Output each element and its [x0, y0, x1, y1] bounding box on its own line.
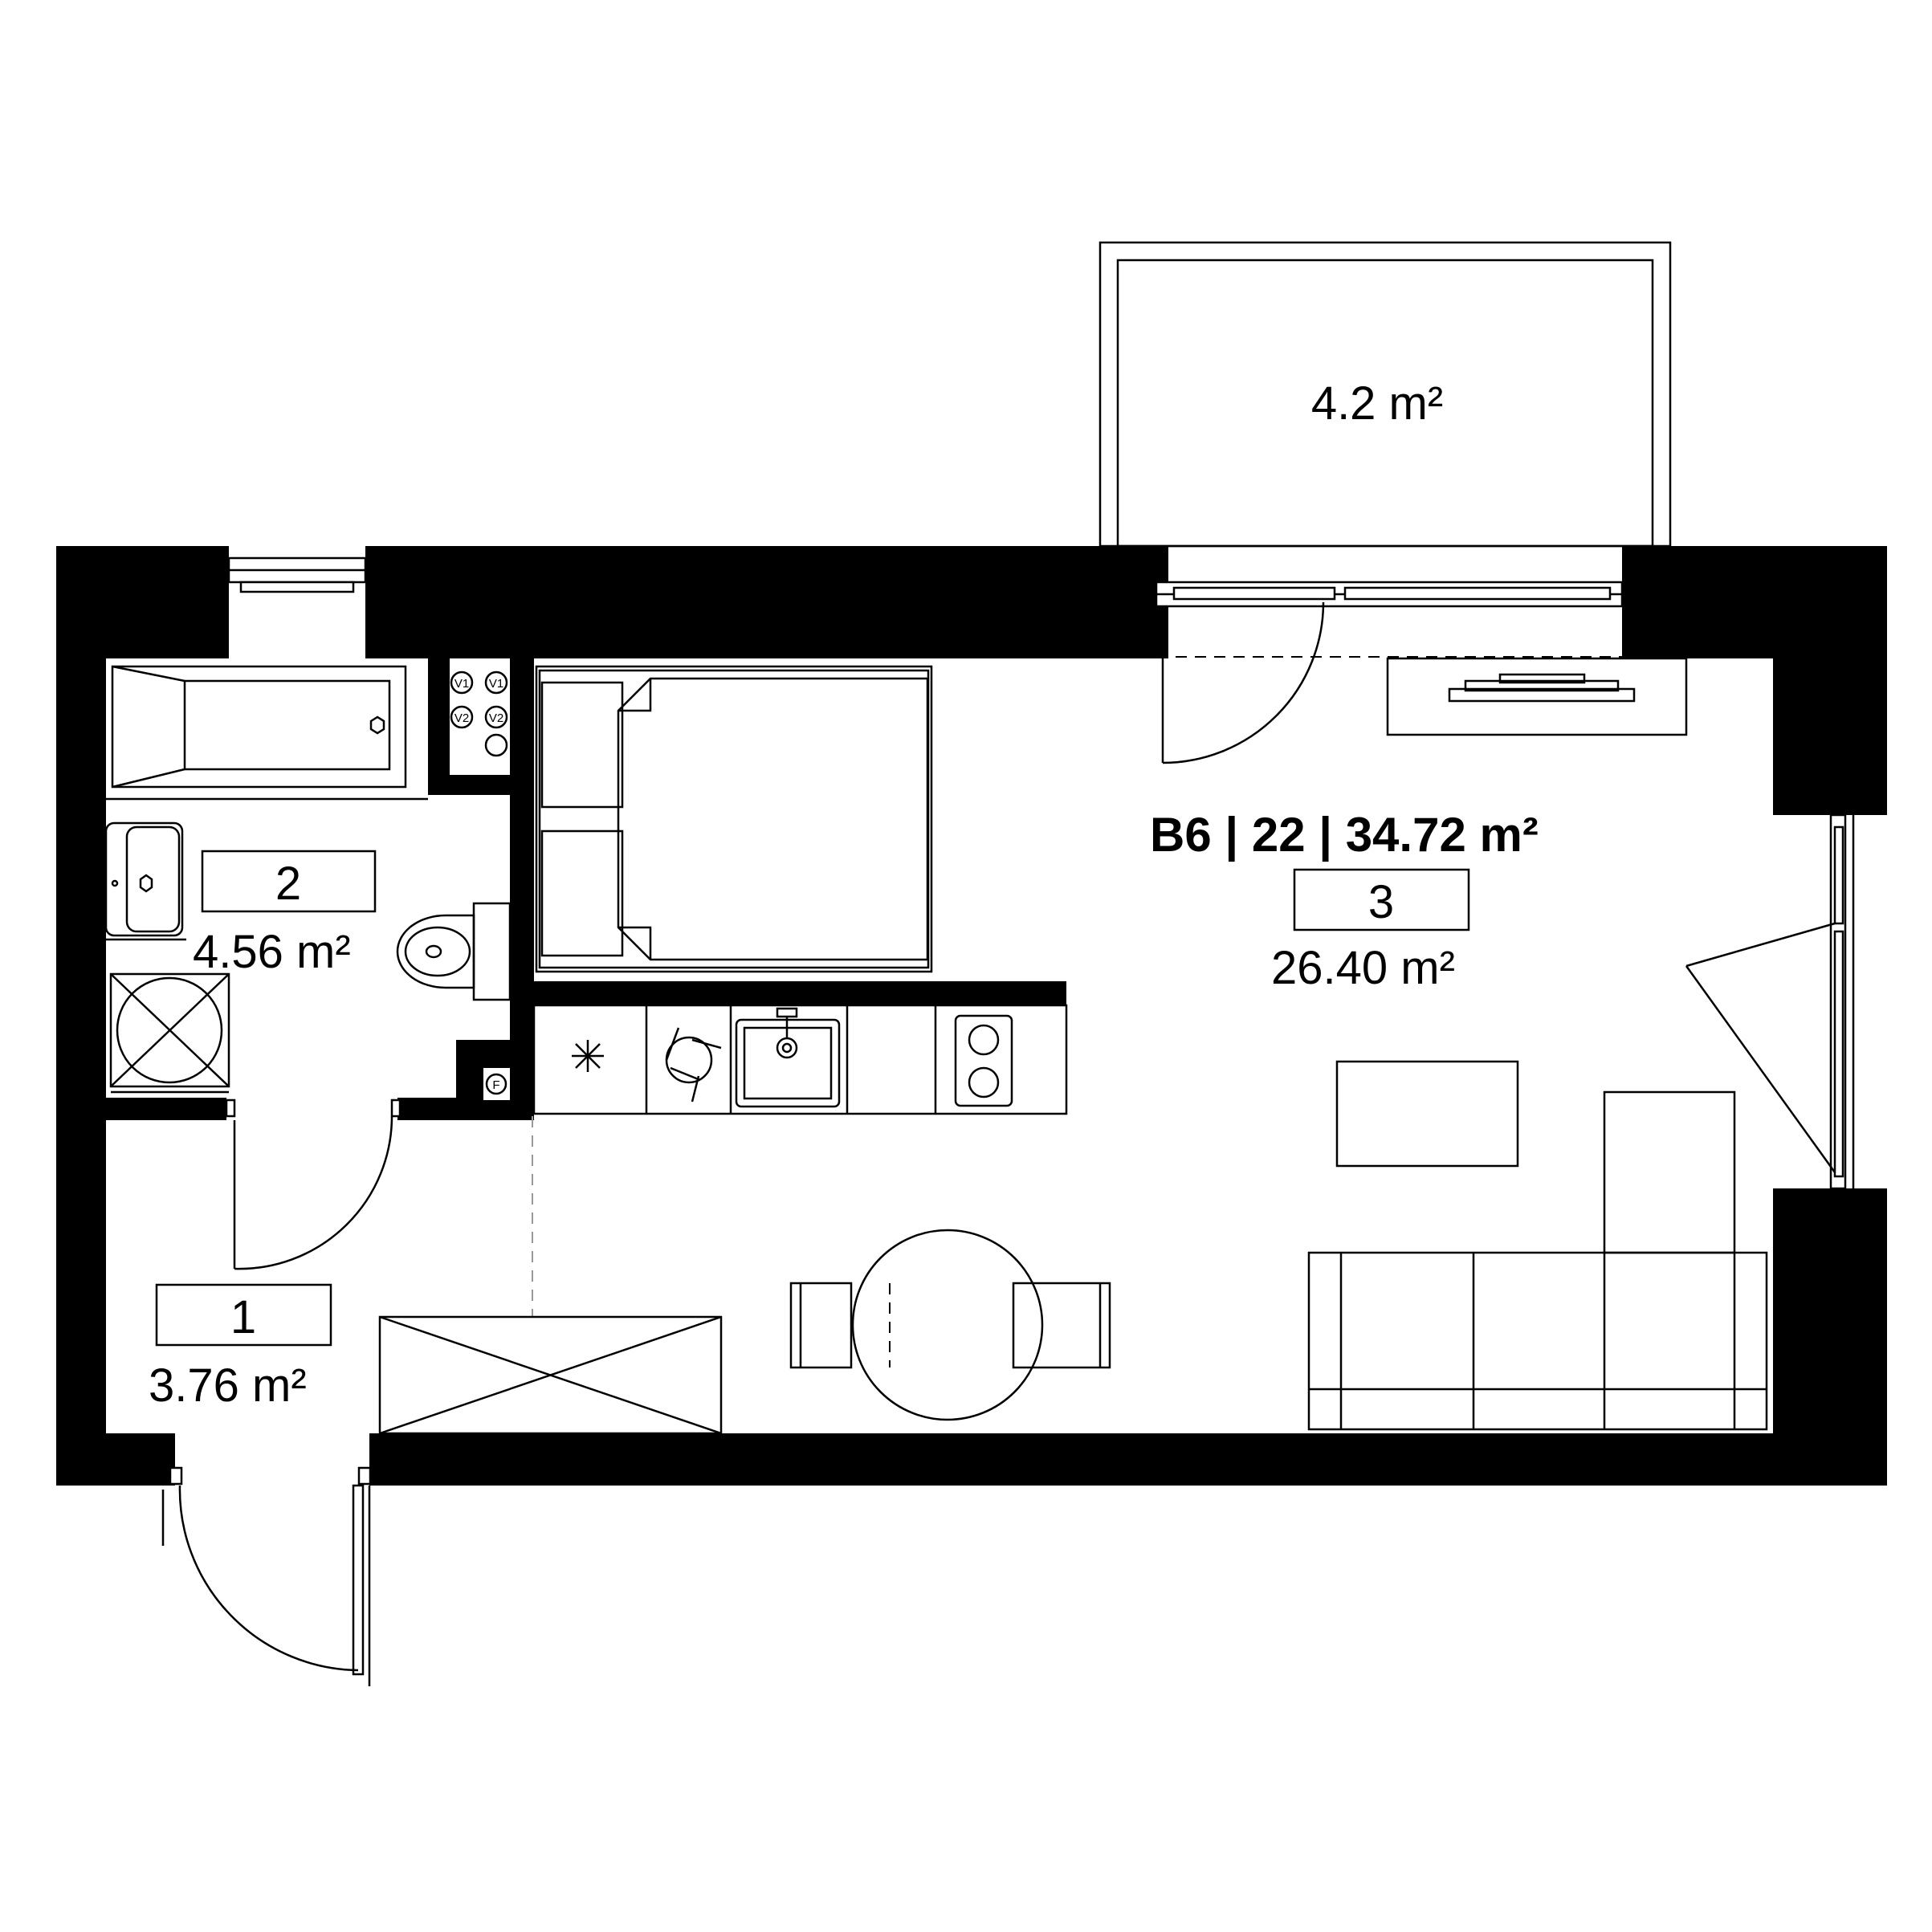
cooktop	[954, 1014, 1013, 1107]
bathroom-window	[227, 556, 367, 593]
sink	[735, 1007, 841, 1108]
sofa	[1307, 1090, 1768, 1431]
dishwasher-icon	[665, 1027, 722, 1103]
room-3-label	[1293, 868, 1470, 931]
wall-left	[56, 546, 106, 1486]
shaft-wall-bottom	[428, 775, 510, 795]
balcony	[1098, 241, 1672, 548]
wall-right-upper	[1773, 546, 1887, 815]
bathtub	[111, 665, 407, 789]
wall-bottom-main	[369, 1433, 1887, 1486]
window-swing	[1685, 922, 1836, 1173]
room-3-number: 3	[1368, 876, 1394, 928]
apartment-label: B6 | 22 | 34.72 m²	[1150, 808, 1539, 862]
valve-v2-b: V2	[489, 711, 503, 725]
meter-box	[483, 1068, 510, 1100]
right-window	[1829, 813, 1855, 1190]
room-1-number: 1	[230, 1291, 256, 1343]
washbasin	[104, 821, 184, 937]
balcony-area: 4.2 m²	[1311, 377, 1443, 430]
balcony-door	[1156, 601, 1622, 764]
balcony-window	[1155, 581, 1624, 608]
bath-partition-right	[510, 658, 534, 1120]
wall-top-notch	[691, 546, 823, 554]
washing-machine	[109, 972, 230, 1094]
bathroom-door	[225, 1098, 401, 1270]
kitchen-counter	[532, 1004, 1068, 1115]
tv-unit	[1386, 657, 1688, 736]
meter-label: F	[492, 1078, 499, 1092]
utility-shaft	[450, 670, 508, 757]
valve-v1-b: V1	[489, 677, 503, 691]
shaft-wall-left	[428, 658, 450, 795]
valve-v2-a: V2	[454, 711, 469, 725]
room-1-area: 3.76 m²	[149, 1359, 307, 1412]
wardrobe	[378, 1315, 723, 1435]
room-2-label	[201, 850, 377, 913]
bed	[535, 665, 933, 973]
coffee-table	[1335, 1060, 1519, 1168]
wall-bottom-left	[56, 1433, 175, 1486]
kitchen-counter-wall	[534, 981, 1066, 1005]
room-3-area: 26.40 m²	[1271, 942, 1455, 994]
bath-partition-bottom-left	[106, 1098, 226, 1120]
room-2-number: 2	[275, 858, 301, 910]
interior-walls	[106, 658, 1066, 1120]
fridge-icon	[572, 1040, 604, 1072]
wall-top-left	[56, 546, 229, 658]
dining-set	[789, 1229, 1111, 1421]
room-2-area: 4.56 m²	[193, 926, 351, 978]
room-1-label	[155, 1283, 332, 1347]
valve-v1-a: V1	[454, 677, 469, 691]
exterior-walls	[56, 546, 1887, 1486]
toilet	[396, 902, 512, 1001]
entrance-door	[161, 1466, 372, 1686]
wall-top-middle	[365, 546, 1168, 658]
